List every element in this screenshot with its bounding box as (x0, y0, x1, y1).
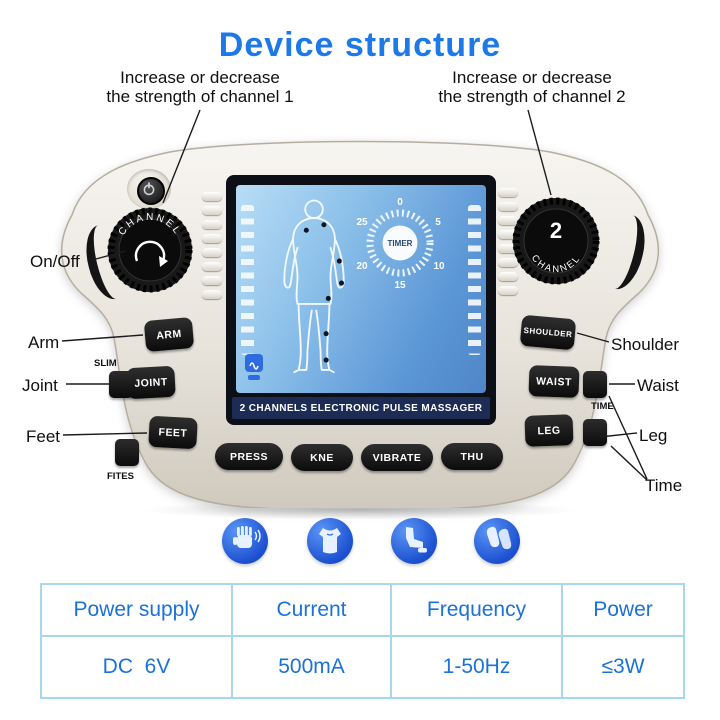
shoulder-button: SHOULDER (519, 314, 577, 351)
callout-arm: Arm (28, 333, 60, 352)
time-button-lower (583, 419, 607, 446)
spec-value-current: 500mA (231, 635, 390, 697)
timer-tick-20: 20 (356, 261, 368, 272)
intensity-pill (202, 276, 222, 285)
callout-waist: Waist (637, 376, 679, 395)
intensity-pill (202, 262, 222, 271)
human-figure (283, 199, 345, 374)
thu-button: THU (441, 443, 503, 470)
spec-value-frequency: 1-50Hz (390, 635, 561, 697)
lcd-screen: TIMER 0 5 10 15 20 25 (236, 185, 486, 393)
intensity-pill (498, 202, 518, 211)
intensity-pill (202, 206, 222, 215)
lcd-level-bars-left (241, 205, 254, 355)
press-button: PRESS (215, 443, 283, 470)
intensity-pill (202, 234, 222, 243)
time-label: TIME (591, 401, 614, 412)
lcd-frame: TIMER 0 5 10 15 20 25 2 CHANNELS ELECTRO… (226, 175, 496, 425)
rotate-arrow-icon (134, 240, 166, 262)
intensity-pill (202, 220, 222, 229)
channel1-annotation-line2: the strength of channel 1 (106, 87, 294, 106)
channel2-annotation-line1: Increase or decrease (452, 68, 612, 87)
channel2-annotation: Increase or decrease the strength of cha… (430, 68, 634, 106)
intensity-pill (498, 216, 518, 225)
spec-value-power: ≤3W (561, 635, 683, 697)
intensity-pill (202, 290, 222, 299)
lcd-brand-logo (245, 354, 263, 380)
intensity-pill-column-right (498, 188, 518, 295)
waist-button: WAIST (528, 365, 580, 398)
timer-label: TIMER (388, 239, 413, 248)
slim-label: SLIM (94, 358, 117, 369)
intensity-pill (498, 230, 518, 239)
time-button-upper (583, 371, 607, 398)
callout-feet: Feet (26, 427, 61, 446)
slim-button (109, 371, 133, 398)
vibrate-button: VIBRATE (361, 444, 433, 471)
channel1-annotation: Increase or decrease the strength of cha… (98, 68, 302, 106)
fites-label: FITES (107, 471, 134, 482)
page-title: Device structure (218, 26, 502, 64)
lcd-banner: 2 CHANNELS ELECTRONIC PULSE MASSAGER (232, 397, 490, 419)
power-icon (143, 182, 155, 196)
timer-tick-15: 15 (394, 280, 406, 289)
intensity-pill (498, 244, 518, 253)
spec-header-current: Current (231, 585, 390, 635)
intensity-pill-column-left (202, 192, 222, 299)
callout-leg: Leg (639, 426, 668, 445)
channel1-annotation-line1: Increase or decrease (120, 68, 280, 87)
leg-button: LEG (524, 414, 574, 447)
channel2-knob: 2 CHANNEL (512, 197, 600, 285)
arm-button: ARM (143, 316, 195, 353)
spec-header-frequency: Frequency (390, 585, 561, 635)
spec-header-power: Power (561, 585, 683, 635)
lcd-level-bars-right (468, 205, 481, 355)
callout-joint: Joint (22, 376, 58, 395)
joint-button: JOINT (126, 365, 176, 400)
intensity-pill (498, 286, 518, 295)
channel2-annotation-line2: the strength of channel 2 (438, 87, 626, 106)
foot-massage-icon (474, 518, 520, 564)
feet-button: FEET (148, 415, 198, 450)
callout-shoulder: Shoulder (611, 335, 680, 354)
timer-tick-25: 25 (356, 217, 368, 228)
channel2-knob-number: 2 (550, 218, 562, 243)
intensity-pill (498, 188, 518, 197)
timer-gauge: TIMER 0 5 10 15 20 25 (356, 197, 445, 289)
channel1-knob: CHANNEL (107, 207, 193, 293)
kne-button: KNE (291, 444, 353, 471)
spec-value-power-supply: DC 6V (42, 635, 231, 697)
fites-button (115, 439, 139, 466)
power-button (137, 177, 165, 205)
spec-table: Power supply Current Frequency Power DC … (40, 583, 685, 699)
callout-on-off: On/Off (30, 252, 80, 271)
timer-tick-5: 5 (435, 217, 441, 228)
intensity-pill (202, 192, 222, 201)
intensity-pill (498, 258, 518, 267)
callout-time: Time (645, 476, 683, 495)
intensity-pill (498, 272, 518, 281)
timer-tick-0: 0 (397, 197, 403, 208)
leg-massage-icon (391, 518, 437, 564)
hand-massage-icon (222, 518, 268, 564)
spec-header-power-supply: Power supply (73, 598, 200, 621)
intensity-pill (202, 248, 222, 257)
body-massage-icon (307, 518, 353, 564)
timer-tick-10: 10 (433, 261, 445, 272)
